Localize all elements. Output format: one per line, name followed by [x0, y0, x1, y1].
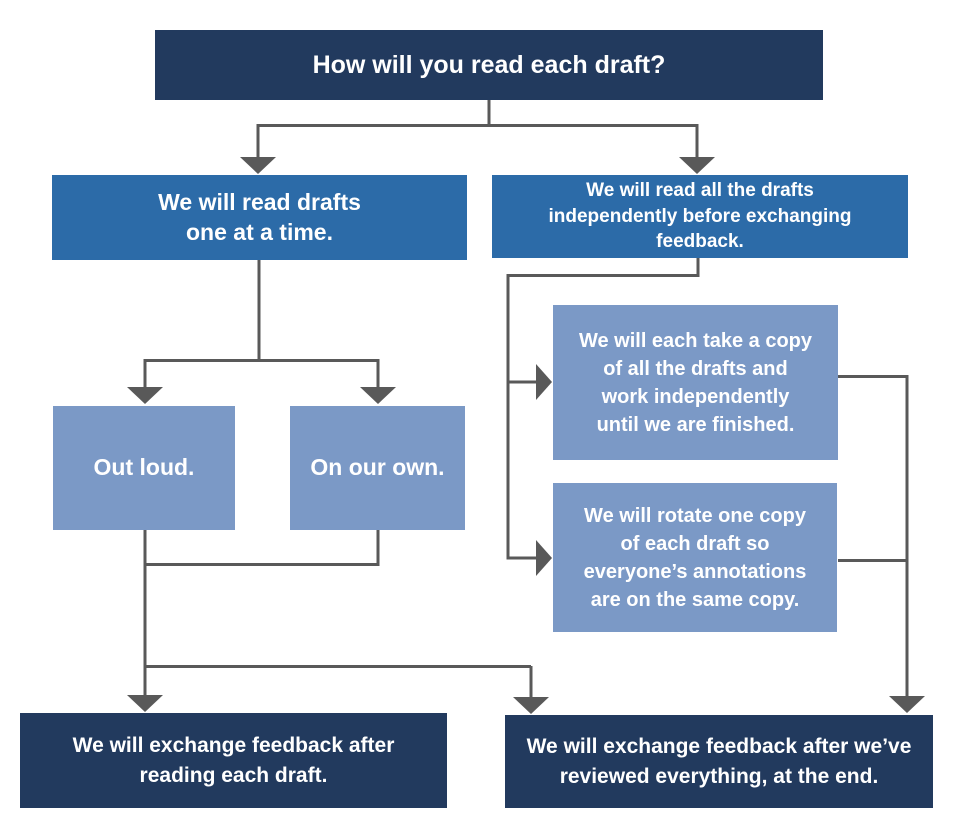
arrowhead-down-icon [513, 697, 549, 714]
arrowhead-down-icon [127, 695, 163, 712]
node-rotate-copy: We will rotate one copy of each draft so… [553, 483, 837, 632]
node-on-our-own: On our own. [290, 406, 465, 530]
arrowhead-down-icon [679, 157, 715, 174]
connector-left-branch-join [127, 530, 549, 714]
node-feedback-each-draft: We will exchange feedback after reading … [20, 713, 447, 808]
arrowhead-down-icon [889, 696, 925, 713]
arrowhead-right-icon [536, 364, 552, 400]
arrowhead-right-icon [536, 540, 552, 576]
node-each-take-copy: We will each take a copy of all the draf… [553, 305, 838, 460]
arrowhead-down-icon [240, 157, 276, 174]
node-read-independently: We will read all the drafts independentl… [492, 175, 908, 258]
connector-right-branch-split [506, 258, 700, 576]
arrowhead-down-icon [360, 387, 396, 404]
arrowhead-down-icon [127, 387, 163, 404]
connector-left-branch-split [127, 260, 396, 404]
connector-right-branch-join [838, 375, 925, 713]
node-feedback-at-end: We will exchange feedback after we’ve re… [505, 715, 933, 808]
connector-title-to-branches [240, 100, 715, 174]
node-read-one-at-a-time: We will read drafts one at a time. [52, 175, 467, 260]
title-node: How will you read each draft? [155, 30, 823, 100]
node-out-loud: Out loud. [53, 406, 235, 530]
